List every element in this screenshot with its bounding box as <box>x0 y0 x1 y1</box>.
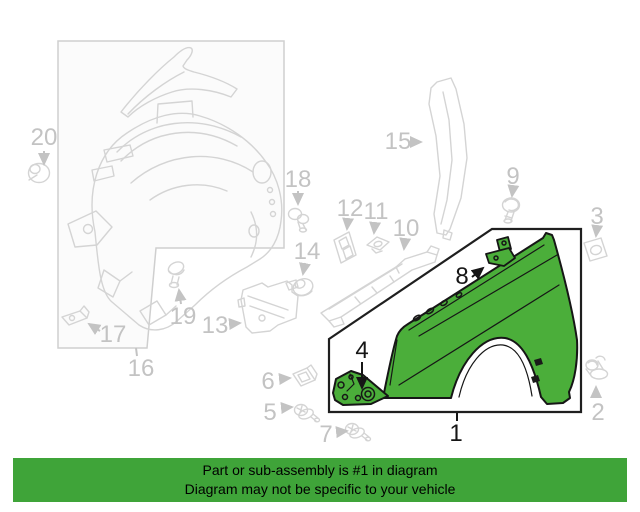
part-12-bracket-art <box>333 231 357 264</box>
callout-4: 4 <box>355 337 368 364</box>
part-5-screw-art <box>293 403 321 423</box>
part-14-grommet-art <box>292 278 314 297</box>
part-17-bracket-art <box>61 305 90 326</box>
callout-13: 13 <box>202 312 229 339</box>
part-2-fastener-art <box>585 355 609 380</box>
callout-2: 2 <box>591 399 604 426</box>
part-11-clip-art <box>366 236 390 254</box>
part-15-pillar-art <box>428 77 468 241</box>
fender-part-1 <box>382 232 579 405</box>
part-20-grommet-art <box>27 162 51 184</box>
callout-12: 12 <box>337 195 364 222</box>
callout-16: 16 <box>128 355 155 382</box>
part-13-bracket-art <box>237 279 299 334</box>
part-18-clip-art <box>287 207 310 233</box>
callout-8: 8 <box>455 263 468 290</box>
liner-subassembly-box <box>57 40 285 349</box>
callout-5: 5 <box>263 399 276 426</box>
callout-labels: 1 2 3 4 5 6 7 8 9 10 11 12 13 14 15 16 1… <box>31 124 605 448</box>
callout-19: 19 <box>170 303 197 330</box>
callout-6: 6 <box>261 368 274 395</box>
callout-arrows-muted <box>38 136 604 439</box>
callout-1: 1 <box>449 420 462 447</box>
callout-14: 14 <box>294 238 321 265</box>
liner-top-strip-art <box>120 46 238 118</box>
callout-3: 3 <box>590 203 603 230</box>
wheel-liner-art <box>67 100 283 331</box>
callout-15: 15 <box>385 128 412 155</box>
part-9-screw-art <box>501 197 521 224</box>
callout-11: 11 <box>364 198 389 225</box>
highlight-banner: Part or sub-assembly is #1 in diagram Di… <box>13 458 627 502</box>
banner-line2: Diagram may not be specific to your vehi… <box>184 481 456 497</box>
callout-18: 18 <box>285 166 312 193</box>
callout-20: 20 <box>31 124 58 151</box>
banner-line1: Part or sub-assembly is #1 in diagram <box>202 462 438 478</box>
part-7-screw-art <box>344 422 372 442</box>
fender-bracket-part-8 <box>485 236 516 267</box>
callout-9: 9 <box>506 163 519 190</box>
part-3-clip-art <box>583 237 608 262</box>
callout-17: 17 <box>100 321 127 348</box>
part-10-rail-art <box>320 245 440 328</box>
part-19-fastener-art <box>167 261 185 289</box>
callout-7: 7 <box>319 421 332 448</box>
callout-10: 10 <box>393 215 420 242</box>
part-6-clip-art <box>292 364 318 387</box>
callout-arrows-active <box>356 266 485 421</box>
